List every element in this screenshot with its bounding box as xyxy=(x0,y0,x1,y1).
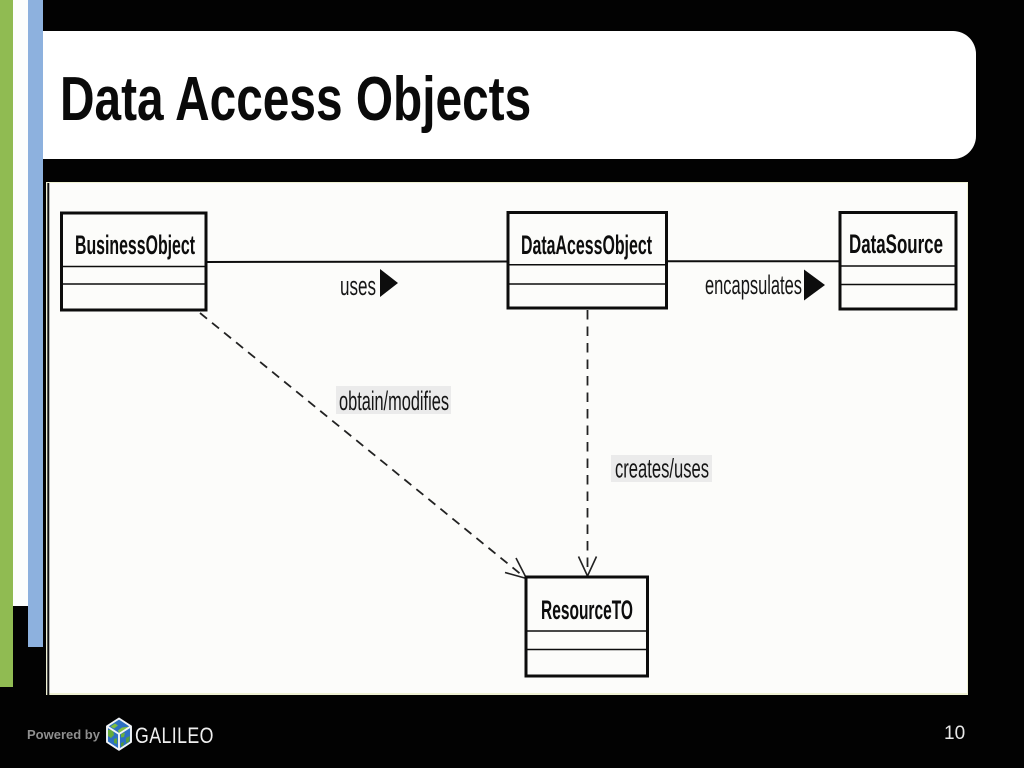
svg-text:ResourceTO: ResourceTO xyxy=(541,595,633,625)
svg-text:DataSource: DataSource xyxy=(849,229,943,259)
svg-text:encapsulates: encapsulates xyxy=(705,270,802,300)
svg-text:uses: uses xyxy=(340,271,376,301)
svg-text:creates/uses: creates/uses xyxy=(615,454,709,484)
svg-text:DataAcessObject: DataAcessObject xyxy=(521,230,652,260)
svg-text:obtain/modifies: obtain/modifies xyxy=(339,386,449,416)
svg-text:BusinessObject: BusinessObject xyxy=(75,230,195,260)
